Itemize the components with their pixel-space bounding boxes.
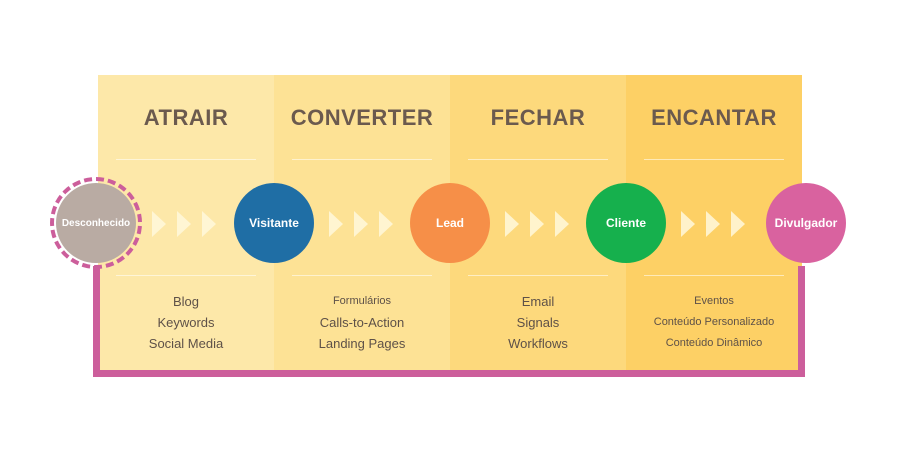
chevron-right-icon	[354, 211, 368, 237]
stage-item: Email	[521, 294, 555, 309]
stage-item: Formulários	[332, 295, 392, 307]
stage-item: Signals	[516, 315, 560, 330]
stage-item: Calls-to-Action	[319, 315, 405, 330]
node-lead: Lead	[410, 183, 490, 263]
node-label: Divulgador	[774, 216, 838, 230]
chevron-right-icon	[681, 211, 695, 237]
stage-items: Blog Keywords Social Media	[98, 291, 274, 354]
node-label: Desconhecido	[61, 217, 131, 229]
stage-item: Landing Pages	[318, 336, 406, 351]
node-label: Cliente	[605, 216, 646, 230]
stage-item: Workflows	[508, 336, 568, 351]
stage-item: Conteúdo Personalizado	[653, 316, 775, 328]
stage-divider	[292, 159, 432, 160]
stage-item: Social Media	[148, 336, 224, 351]
dashed-ring	[50, 177, 142, 269]
stage-divider	[644, 275, 784, 276]
chevron-right-icon	[706, 211, 720, 237]
node-cliente: Cliente	[586, 183, 666, 263]
stage-divider	[644, 159, 784, 160]
node-label: Visitante	[249, 216, 299, 230]
chevron-right-icon	[202, 211, 216, 237]
chevron-right-icon	[177, 211, 191, 237]
stage-title: CONVERTER	[290, 105, 434, 130]
stage-item: Conteúdo Dinâmico	[665, 337, 763, 349]
stage-title: ATRAIR	[143, 105, 229, 130]
chevron-right-icon	[555, 211, 569, 237]
stage-item: Blog	[172, 294, 200, 309]
chevron-right-icon	[329, 211, 343, 237]
stage-title: FECHAR	[490, 105, 586, 130]
stage-title: ENCANTAR	[651, 105, 777, 130]
stage-item: Eventos	[694, 295, 734, 307]
chevron-right-icon	[379, 211, 393, 237]
stage-divider	[116, 159, 256, 160]
node-label: Lead	[435, 216, 464, 230]
stage-divider	[468, 275, 608, 276]
node-divulgador: Divulgador	[766, 183, 846, 263]
chevron-right-icon	[731, 211, 745, 237]
stage-divider	[292, 275, 432, 276]
node-visitante: Visitante	[234, 183, 314, 263]
stage-divider	[116, 275, 256, 276]
node-desconhecido: Desconhecido	[56, 183, 136, 263]
chevron-right-icon	[152, 211, 166, 237]
stage-items: Eventos Conteúdo Personalizado Conteúdo …	[626, 291, 802, 354]
chevron-right-icon	[530, 211, 544, 237]
feedback-loop-line	[93, 266, 805, 377]
stage-divider	[468, 159, 608, 160]
stage-items: Email Signals Workflows	[450, 291, 626, 354]
chevron-right-icon	[505, 211, 519, 237]
stage-items: Formulários Calls-to-Action Landing Page…	[274, 291, 450, 354]
stage-item: Keywords	[157, 315, 215, 330]
